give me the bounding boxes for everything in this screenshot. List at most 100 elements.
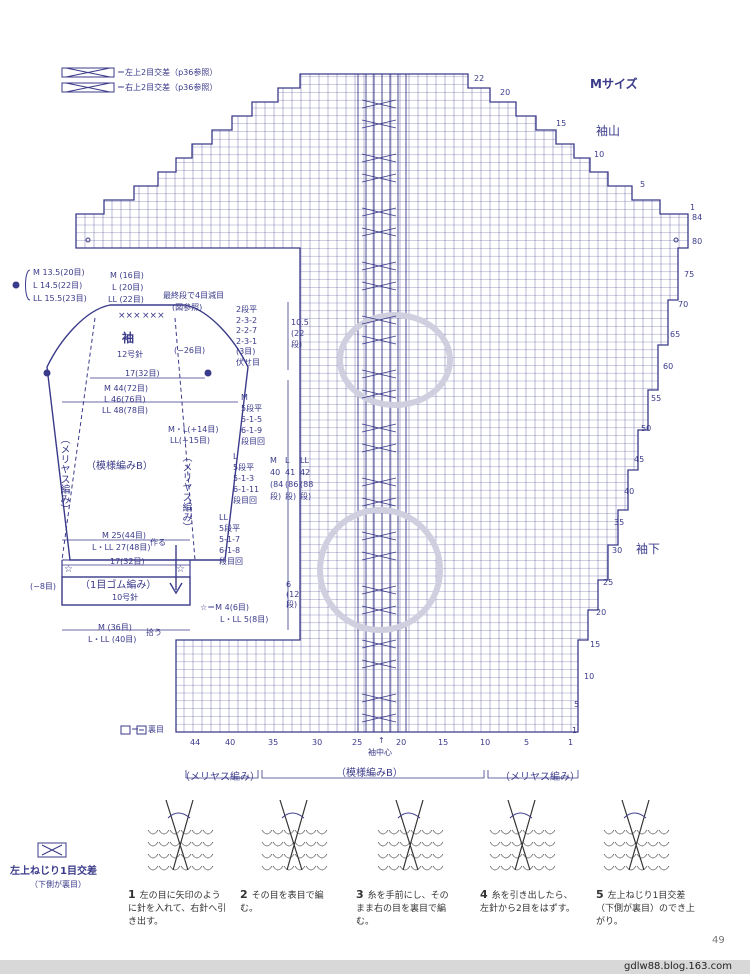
start-label: 作る	[150, 538, 166, 547]
row-number: 75	[684, 270, 695, 279]
step-number: 3	[356, 888, 364, 901]
body-width-l: L 46(76目)	[104, 395, 146, 404]
shaping-line: 2-3-1	[236, 336, 258, 346]
row-number: 1	[690, 203, 696, 212]
stitch-number: 20	[396, 738, 407, 747]
shaping-line: 5-1-3	[233, 474, 255, 483]
rib-label: （1目ゴム編み）	[80, 580, 157, 591]
stitch-number: 10	[480, 738, 491, 747]
page-number: 49	[712, 935, 725, 946]
bottom-section-left: （メリヤス編み）	[180, 772, 260, 783]
cap-right: (−26目)	[174, 346, 206, 355]
row-number: 20	[500, 88, 511, 97]
length-value: 段)	[285, 492, 297, 501]
length-value: (86	[285, 480, 299, 489]
stitch-number: 35	[268, 738, 279, 747]
left-side-stitch: （メリヤス編み）	[58, 434, 69, 514]
stitch-number: 5	[524, 738, 530, 747]
step-text: 左の目に矢印のように針を入れて、右針へ引き出す。	[128, 891, 227, 927]
shaping-line: 5-1-5	[241, 415, 263, 424]
top-size-m: M 13.5(20目)	[33, 268, 85, 277]
top-mid-m: M (16目)	[110, 271, 144, 280]
sleeve-outline	[46, 304, 249, 561]
sleeve-needle: 12号針	[117, 350, 144, 359]
star-note-1: ☆＝M 4(6目)	[200, 603, 250, 612]
center-label: 袖中心	[368, 748, 392, 757]
length-value: 41	[285, 468, 296, 477]
star-note-2: L・LL 5(8目)	[220, 615, 269, 624]
step-text: 糸を引き出したら、左針から2目をはずす。	[480, 891, 575, 914]
pickup-label: 拾う	[146, 628, 162, 637]
row-number: 10	[594, 150, 605, 159]
step-text: その目を表目で編む。	[240, 891, 324, 914]
shaping-line: 2-2-7	[236, 326, 258, 335]
row-number: 55	[651, 394, 662, 403]
increase-ml: M・L(+14目)	[168, 425, 219, 434]
increase-ll: LL(+15目)	[170, 436, 211, 445]
row-number: 80	[692, 237, 703, 246]
shaping-line: 段目回	[241, 437, 265, 446]
length-value: L	[285, 456, 290, 465]
underarm-label: 袖下	[636, 542, 661, 556]
length-value: 42	[300, 468, 311, 477]
right-side-stitch: （メリヤス編み）	[180, 452, 191, 532]
step-number: 1	[128, 888, 136, 901]
top-size-l: L 14.5(22目)	[33, 281, 83, 290]
legend-left-cross: ＝左上2目交差（p36参照）	[117, 68, 218, 77]
row-number: 70	[678, 300, 689, 309]
shaping-line: 6-1-9	[241, 426, 263, 435]
step-illustration	[147, 799, 214, 871]
footer-bar: gdlw88.blog.163.com	[0, 960, 750, 974]
shaping-line: 2段平	[236, 305, 258, 314]
stitch-number: 30	[312, 738, 323, 747]
shaping-line: 6-1-11	[233, 485, 260, 494]
length-value: (84	[270, 480, 284, 489]
length-value: 段)	[270, 492, 282, 501]
step-number: 5	[596, 888, 604, 901]
step-illustration	[261, 799, 328, 871]
sleeve-title: 袖	[122, 331, 135, 345]
bottom-section-center: （模様編みB）	[336, 768, 403, 779]
row-number: 60	[663, 362, 674, 371]
row-number: 50	[641, 424, 652, 433]
row-number: 10	[584, 672, 595, 681]
top-size-ll: LL 15.5(23目)	[33, 294, 87, 303]
legend-right-cross: ＝右上2目交差（p36参照）	[117, 83, 218, 92]
shaping-line: (3目)	[236, 347, 256, 356]
row-number: 5	[640, 180, 646, 189]
shaping-line: 伏せ目	[236, 357, 260, 367]
row-number: 5	[574, 700, 580, 709]
length-value: M	[270, 456, 277, 465]
row-number: 35	[614, 518, 625, 527]
body-width-ll: LL 48(78目)	[102, 406, 149, 415]
row-number: 40	[624, 487, 635, 496]
technique-subtitle: （下側が裏目）	[30, 880, 86, 889]
row-number: 45	[634, 455, 645, 464]
shaping-line: (12	[286, 590, 300, 599]
stitch-number: 44	[190, 738, 201, 747]
shaping-line: 5段平	[219, 524, 241, 533]
stitch-number: 40	[225, 738, 236, 747]
row-number: 25	[603, 578, 614, 587]
svg-text:☆: ☆	[64, 564, 73, 575]
shaping-line: 6	[286, 580, 292, 589]
shoulder-width: 17(32目)	[125, 369, 160, 378]
watermark: gdlw88.blog.163.com	[624, 961, 732, 972]
shaping-line: 10.5	[291, 318, 309, 327]
svg-text:☆: ☆	[176, 564, 185, 575]
shaping-line: 2-3-2	[236, 315, 258, 325]
cuff-size-m: M 25(44目)	[102, 531, 147, 540]
step-number: 2	[240, 888, 248, 901]
rib-left: (−8目)	[30, 582, 57, 591]
shaping-line: 5段平	[233, 463, 255, 472]
step-illustration	[489, 799, 556, 871]
length-value: 40	[270, 468, 281, 477]
length-value: 段)	[300, 492, 312, 501]
rib-band	[61, 576, 191, 606]
row-number: 15	[590, 640, 601, 649]
step-text: 糸を手前にし、そのまま右の目を裏目で編む。	[356, 891, 449, 927]
